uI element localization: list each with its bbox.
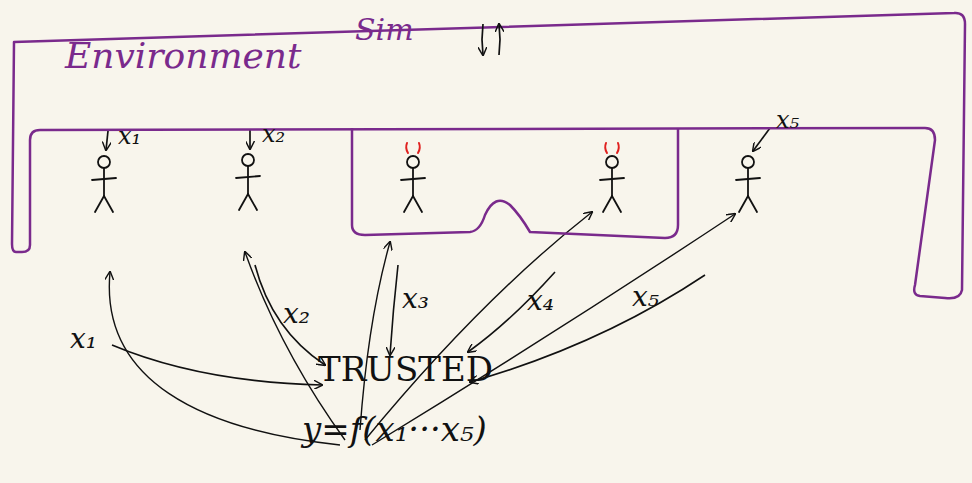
input-label: x₁ (70, 325, 97, 353)
outline-path (352, 128, 678, 238)
simulator-region: Sim (345, 55, 680, 247)
node-title: Sim (355, 15, 414, 45)
input-label: x₃ (402, 285, 429, 313)
node-title: Environment (65, 38, 301, 74)
signal-arrow (499, 24, 500, 55)
input-label: x₅ (776, 108, 799, 132)
input-label: x₅ (632, 283, 659, 311)
input-label: x₂ (262, 122, 285, 146)
input-label: x₄ (527, 287, 554, 315)
party-figure (736, 156, 760, 212)
input-label: x₁ (118, 124, 141, 148)
output-arrow (109, 212, 735, 445)
party-figure (600, 156, 624, 212)
node-outline (345, 55, 680, 247)
party-figure (236, 154, 260, 210)
environment-band: Environment (10, 10, 968, 302)
trusted-party-text: TRUSTED (318, 352, 493, 386)
trusted-party-text: y=f(x₁···x₅) (302, 412, 487, 446)
input-arrow (106, 128, 770, 151)
party-figure (92, 156, 116, 212)
corruption-horns (406, 143, 619, 153)
input-label: x₂ (283, 300, 310, 328)
outline-path (12, 13, 965, 298)
party-figure (401, 156, 425, 212)
input-arrow (112, 265, 705, 385)
